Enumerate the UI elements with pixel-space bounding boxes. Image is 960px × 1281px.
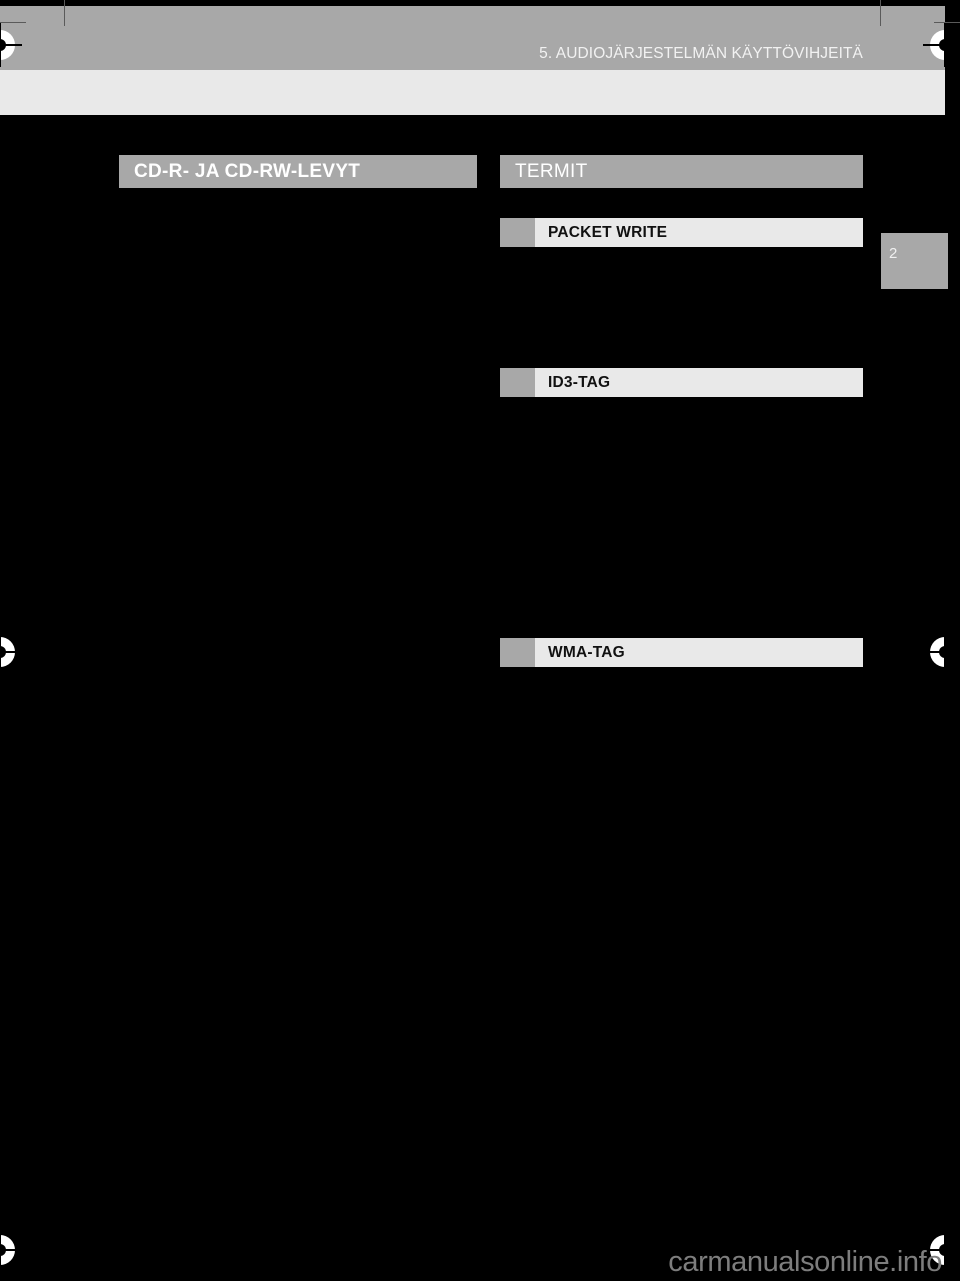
page-header-band: 5. AUDIOJÄRJESTELMÄN KÄYTTÖVIHJEITÄ [0,6,945,70]
registration-crosshair-vertical [944,23,946,67]
subsection-heading-packet-write: PACKET WRITE [500,218,863,247]
section-heading-termit: TERMIT [500,155,863,188]
section-heading-label: TERMIT [515,160,588,182]
subsection-heading-id3-tag: ID3-TAG [500,368,863,397]
subsection-heading-label: PACKET WRITE [548,223,668,241]
registration-mark-top-left-icon [0,23,22,67]
registration-mark-middle-right-icon [923,630,960,674]
bullet-swatch-icon [500,218,535,247]
section-heading-label: CD-R- JA CD-RW-LEVYT [134,160,361,182]
subsection-heading-label: ID3-TAG [548,373,611,391]
subsection-heading-wma-tag: WMA-TAG [500,638,863,667]
section-heading-cd-r-ja-cd-rw-levyt: CD-R- JA CD-RW-LEVYT [119,155,477,188]
registration-crosshair-horizontal [0,44,22,46]
registration-center-dot [0,1244,6,1256]
registration-center-dot [939,646,945,658]
registration-center-dot [939,39,945,51]
chapter-tab: 2 [881,233,948,289]
registration-crosshair-vertical [944,1228,946,1272]
registration-center-dot [939,1244,945,1256]
registration-mark-bottom-right-icon [923,1228,960,1272]
bullet-swatch-icon [500,638,535,667]
watermark-text: carmanualsonline.info [668,1246,942,1278]
registration-center-dot [0,646,6,658]
chapter-tab-number: 2 [889,245,898,262]
trim-tick [64,0,65,26]
registration-crosshair-horizontal [0,651,22,653]
page-subheader-band [0,70,945,115]
trim-tick [934,22,960,23]
registration-mark-bottom-left-icon [0,1228,22,1272]
bullet-swatch-icon [500,368,535,397]
registration-center-dot [0,39,6,51]
subsection-heading-label: WMA-TAG [548,643,625,661]
registration-crosshair-horizontal [0,1249,22,1251]
page-header-title: 5. AUDIOJÄRJESTELMÄN KÄYTTÖVIHJEITÄ [539,45,863,62]
trim-tick [880,0,881,26]
registration-mark-top-right-icon [923,23,960,67]
registration-crosshair-vertical [944,630,946,674]
registration-mark-middle-left-icon [0,630,22,674]
trim-tick [0,22,26,23]
